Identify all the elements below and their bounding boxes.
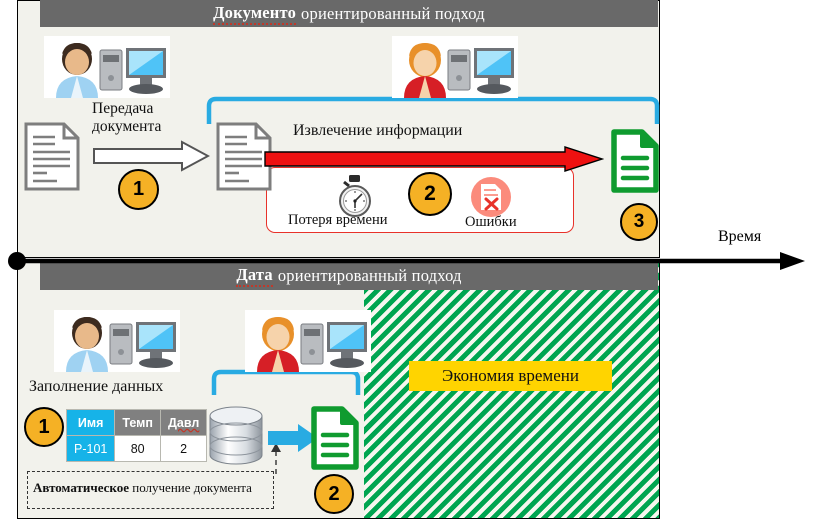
result-document-green-icon-bottom xyxy=(310,405,360,476)
badge-step-3-top: 3 xyxy=(620,203,658,241)
table-col-temp: Темп xyxy=(114,409,161,436)
header-rest-top: ориентированный подход xyxy=(301,3,485,23)
automatic-rest: получение документа xyxy=(128,480,252,495)
fill-data-label: Заполнение данных xyxy=(29,378,164,395)
time-loss-label: Потеря времени xyxy=(288,212,388,228)
male-user-workstation-icon xyxy=(44,36,170,103)
badge-step-2-bottom: 2 xyxy=(314,474,354,514)
data-oriented-header: Дата ориентированный подход xyxy=(40,262,658,290)
timeline-arrow-icon xyxy=(8,250,808,272)
header-emphasis-bottom: Дата xyxy=(236,265,273,287)
table-col-name: Имя xyxy=(65,409,116,436)
automatic-emphasis: Автоматическое xyxy=(33,480,129,495)
male-user-workstation-icon-bottom xyxy=(54,310,180,377)
table-col-pressure: Давл xyxy=(159,409,208,436)
transfer-label: Передача документа xyxy=(92,100,162,135)
transfer-arrow-icon xyxy=(92,140,211,177)
stopwatch-icon xyxy=(334,174,376,223)
badge-step-1-bottom: 1 xyxy=(24,407,64,447)
header-rest-bottom: ориентированный подход xyxy=(277,266,462,285)
table-header-row: Имя Темп Давл xyxy=(65,409,208,436)
extraction-label: Извлечение информации xyxy=(293,122,463,139)
database-to-document-arrow-icon xyxy=(267,423,319,458)
data-table: Имя Темп Давл P-101 80 2 xyxy=(65,409,208,462)
database-cylinder-icon xyxy=(205,404,267,472)
table-cell-temp: 80 xyxy=(114,435,161,462)
header-emphasis-top: Документо xyxy=(213,3,297,25)
errors-label: Ошибки xyxy=(465,214,517,230)
result-document-green-icon-top xyxy=(610,128,660,199)
timeline-label: Время xyxy=(718,228,762,245)
female-user-workstation-icon-top xyxy=(392,36,518,103)
female-user-workstation-icon-bottom xyxy=(245,310,371,377)
badge-step-1-top: 1 xyxy=(118,169,159,210)
time-savings-label: Экономия времени xyxy=(409,361,612,391)
document-error-icon xyxy=(470,176,512,223)
automatic-retrieval-box xyxy=(27,471,274,509)
table-cell-pressure: 2 xyxy=(159,435,208,462)
automatic-retrieval-label: Автоматическое получение документа xyxy=(33,480,252,496)
table-cell-name: P-101 xyxy=(65,435,116,462)
source-document-icon xyxy=(23,121,81,197)
extraction-red-arrow-icon xyxy=(264,146,605,177)
automatic-retrieval-arrow-icon xyxy=(268,443,284,480)
badge-step-2-top: 2 xyxy=(408,172,452,216)
document-oriented-header: Документо ориентированный подход xyxy=(40,0,658,27)
table-row: P-101 80 2 xyxy=(65,435,208,462)
received-document-icon xyxy=(215,121,273,197)
